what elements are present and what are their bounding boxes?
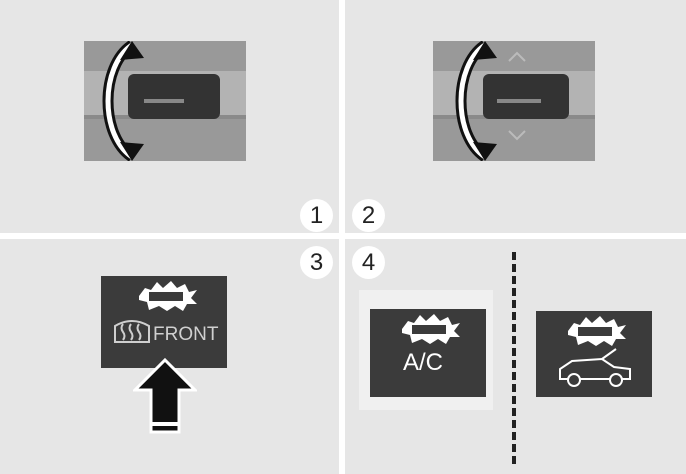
front-defrost-icon <box>114 320 150 343</box>
indicator-light-icon <box>402 314 460 344</box>
step-number-2: 2 <box>352 199 385 232</box>
chevron-up-icon <box>508 51 526 62</box>
front-label: FRONT <box>153 324 219 345</box>
thumbwheel-control-2 <box>433 41 595 161</box>
dashed-divider <box>512 252 516 464</box>
press-up-arrow-icon <box>133 358 197 434</box>
ac-button[interactable]: A/C <box>370 309 486 397</box>
front-defrost-button[interactable]: FRONT <box>101 276 227 368</box>
rotate-up-down-arrow-icon <box>455 41 497 161</box>
rotate-up-down-arrow-icon <box>102 41 144 161</box>
ac-label: A/C <box>403 349 444 376</box>
tailgate-button[interactable] <box>536 311 652 397</box>
chevron-down-icon <box>508 130 526 141</box>
step-number-1: 1 <box>300 199 333 232</box>
step-number-4: 4 <box>352 246 385 279</box>
step-number-3: 3 <box>300 246 333 279</box>
indicator-light-icon <box>568 316 626 346</box>
vehicle-tailgate-icon <box>559 348 631 387</box>
indicator-light-icon <box>139 281 197 311</box>
thumbwheel-control-1 <box>84 41 246 161</box>
